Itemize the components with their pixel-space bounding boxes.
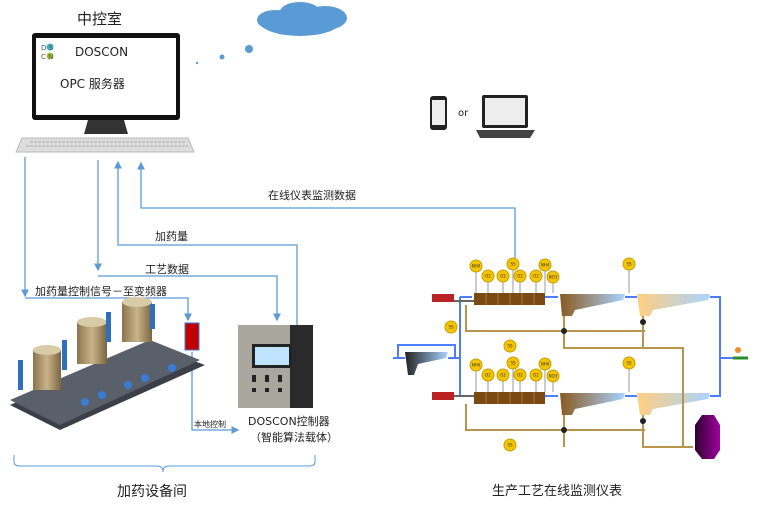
- or-label: or: [458, 108, 469, 119]
- sensor-label: SS: [507, 443, 513, 448]
- sensor-marker: [496, 368, 510, 382]
- doscon-logo-icon: D SC N: [41, 43, 54, 61]
- sensor-label: NO3: [549, 275, 558, 280]
- sensor-label: NH4: [472, 363, 481, 368]
- sensor-marker: [506, 257, 520, 271]
- sensor-label: O2: [517, 373, 523, 378]
- sensor-label: SS: [626, 361, 632, 366]
- signal-lines: [21, 157, 516, 434]
- controller-subtitle: （智能算法载体）: [250, 430, 338, 444]
- dosing-equipment: [10, 297, 205, 430]
- bioreactor-top: [474, 293, 545, 305]
- sensor-label: O2: [500, 274, 506, 279]
- sensor-marker: [529, 269, 543, 283]
- process-flow: [393, 293, 748, 459]
- sensor-marker: [622, 257, 636, 271]
- dosing-room-title: 加药设备间: [117, 483, 187, 500]
- sensor-marker: [546, 270, 560, 284]
- vfd-box: [184, 322, 200, 351]
- sensor-label: O2: [500, 373, 506, 378]
- sensor-marker: [506, 356, 520, 370]
- sensor-marker: [496, 269, 510, 283]
- sludge-tank: [695, 415, 720, 459]
- sensor-label: NO3: [549, 374, 558, 379]
- process-title: 生产工艺在线监测仪表: [492, 484, 622, 499]
- doscon-controller: [238, 325, 313, 408]
- sensor-marker: [546, 369, 560, 383]
- sensor-marker: [469, 358, 483, 372]
- monitor: [32, 33, 180, 134]
- sensor-marker: [469, 259, 483, 273]
- sensor-label: O2: [485, 274, 491, 279]
- sensor-label: O2: [517, 274, 523, 279]
- smartphone-icon: [430, 96, 447, 130]
- sensor-marker: [444, 320, 458, 334]
- sensor-label: SS: [626, 262, 632, 267]
- sensor-marker: [529, 368, 543, 382]
- sensor-marker: [538, 357, 552, 371]
- control-signal-label: 加药量控制信号－至变频器: [35, 284, 167, 298]
- brand-name: DOSCON: [75, 45, 128, 59]
- sensor-label: SS: [507, 344, 513, 349]
- controller-name: DOSCON控制器: [248, 414, 330, 428]
- process-data-label: 工艺数据: [145, 262, 189, 276]
- sensor-marker: [481, 269, 495, 283]
- sensor-label: O2: [485, 373, 491, 378]
- sensor-marker: [513, 368, 527, 382]
- control-room-title: 中控室: [77, 10, 122, 28]
- opc-server-label: OPC 服务器: [60, 76, 125, 91]
- cloud-icon: [195, 2, 347, 65]
- sensor-label: O2: [533, 274, 539, 279]
- online-data-label: 在线仪表监测数据: [268, 188, 356, 202]
- sensor-label: O2: [533, 373, 539, 378]
- sensor-marker: [513, 269, 527, 283]
- dosage-label: 加药量: [155, 230, 188, 243]
- outlet-icon: [733, 347, 748, 360]
- sensor-marker: [481, 368, 495, 382]
- svg-text:C N: C N: [41, 53, 53, 61]
- sensor-label: NH4: [541, 263, 550, 268]
- sensor-label: NH4: [541, 362, 550, 367]
- sensor-marker: [503, 339, 517, 353]
- dosing-room-brace: [13, 455, 316, 473]
- laptop-icon: [476, 95, 535, 138]
- svg-text:D S: D S: [41, 44, 54, 52]
- sensor-label: SS: [510, 361, 516, 366]
- bioreactor-bottom: [474, 392, 545, 404]
- sensor-label: NH4: [472, 264, 481, 269]
- sensor-marker: [503, 438, 517, 452]
- keyboard: [15, 137, 195, 153]
- sensor-marker: [538, 258, 552, 272]
- sensor-label: SS: [448, 325, 454, 330]
- local-control-label: 本地控制: [194, 419, 226, 429]
- sensor-label: SS: [510, 262, 516, 267]
- sensor-marker: [622, 356, 636, 370]
